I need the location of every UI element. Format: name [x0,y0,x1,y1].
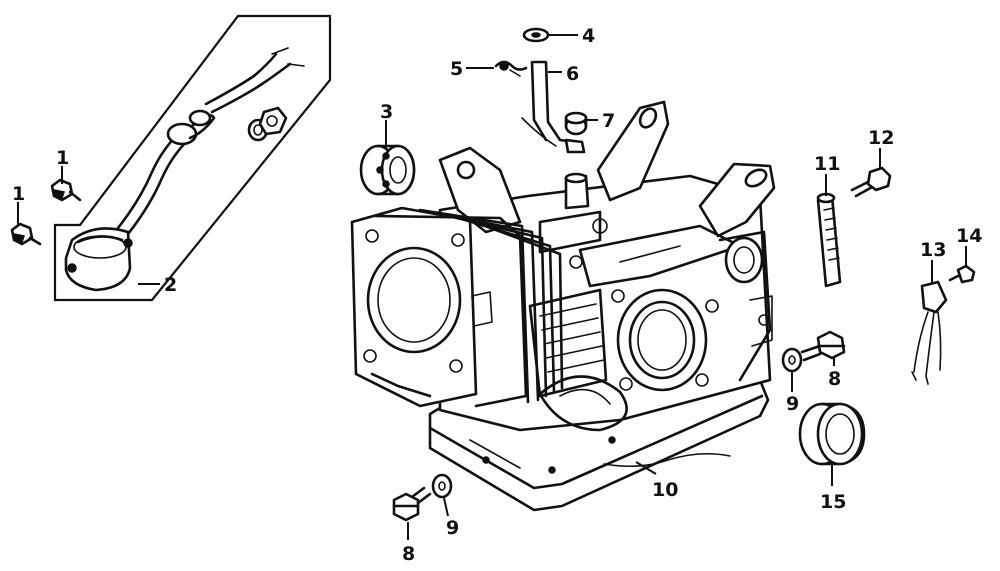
callout-9-bottom: 9 [446,517,459,539]
callout-5: 5 [450,58,463,80]
ignition-coil [64,227,133,292]
callout-8-right: 8 [828,368,841,390]
bolt-part-8-bottom [392,486,432,522]
callout-4: 4 [582,25,595,47]
callout-1-upper: 1 [56,147,69,169]
washer-part-4 [522,27,550,43]
callout-12: 12 [868,127,894,149]
callout-3: 3 [380,101,393,123]
callout-7: 7 [602,110,615,132]
bearing-part-3 [359,144,416,196]
callout-14: 14 [956,225,982,247]
leader-lines [17,34,967,540]
callout-2: 2 [164,274,177,296]
callout-1-lower: 1 [12,183,25,205]
callout-13: 13 [920,239,946,261]
callout-labels: 1 1 2 3 4 5 6 7 8 8 9 9 10 11 12 13 14 1… [12,25,982,565]
callout-11: 11 [814,153,840,175]
callout-6: 6 [566,63,579,85]
dipstick-part-11 [816,192,842,288]
callout-9-right: 9 [786,393,799,415]
bolt-part-1-lower [10,222,42,246]
crankcase-part-10 [350,100,776,512]
callout-10: 10 [652,479,678,501]
coil-nut-washer [247,106,288,142]
inset-frame [53,14,332,302]
oil-rod-part-6 [521,60,586,154]
bolt-part-8-right [800,330,846,362]
cap-part-7 [564,111,588,136]
high-tension-lead [116,47,305,236]
ignition-coil-inset [53,14,332,302]
bolt-part-14 [948,264,976,284]
oil-seal-part-15 [798,402,866,466]
callout-15: 15 [820,491,846,513]
clip-part-5 [494,60,528,77]
oil-switch-part-13 [911,280,948,385]
callout-8-bottom: 8 [402,543,415,565]
washer-part-9-right [781,347,803,373]
bolt-part-12 [850,166,892,198]
washer-part-9-bottom [431,473,453,499]
bolt-part-1-upper [50,178,82,202]
